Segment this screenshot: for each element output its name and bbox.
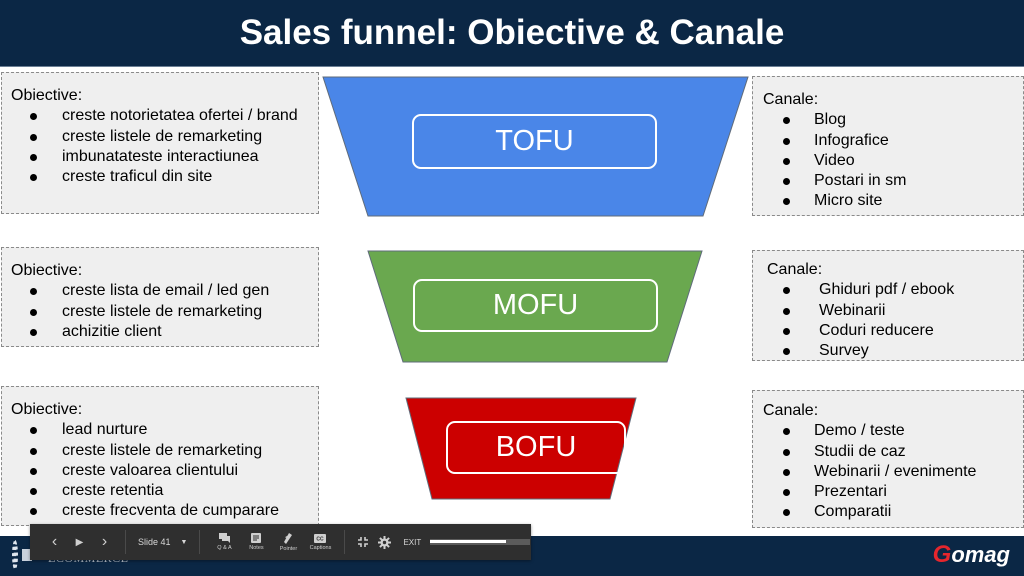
play-icon: ▶ <box>75 536 84 548</box>
pointer-button[interactable]: Pointer <box>274 524 302 560</box>
caret-down-icon: ▼ <box>180 538 188 546</box>
notes-label: Notes <box>249 545 264 551</box>
svg-text:CC: CC <box>317 536 325 542</box>
stage-label-bofu: BOFU <box>446 421 626 474</box>
gear-icon <box>377 535 391 549</box>
channels-box-mofu: Canale: Ghiduri pdf / ebook Webinarii Co… <box>752 250 1024 361</box>
objectives-box-mofu: Obiective: creste lista de email / led g… <box>1 247 319 347</box>
list-item: Coduri reducere <box>753 321 1023 341</box>
list-item: Postari in sm <box>753 171 1023 191</box>
seal-icon <box>12 540 32 570</box>
list-item: Ghiduri pdf / ebook <box>753 280 1023 300</box>
notes-icon <box>251 533 262 543</box>
channels-box-bofu: Canale: Demo / teste Studii de caz Webin… <box>752 390 1024 528</box>
gomag-logo-text: omag <box>951 542 1010 567</box>
exit-button[interactable]: EXIT <box>403 537 422 547</box>
funnel-stage-mofu: MOFU <box>367 250 703 363</box>
list-item: creste lista de email / led gen <box>2 281 318 301</box>
list-item: imbunatateste interactiunea <box>2 147 318 167</box>
list-item: Demo / teste <box>753 421 1023 441</box>
slide-progress-bar[interactable] <box>430 539 531 545</box>
list-item: Micro site <box>753 191 1023 211</box>
trapezoid-shape-mofu <box>367 250 703 363</box>
list-item: Infografice <box>753 131 1023 151</box>
toolbar-divider <box>199 530 201 554</box>
slide-selector-dropdown[interactable]: Slide 41 ▼ <box>134 524 191 560</box>
qa-label: Q & A <box>217 545 232 551</box>
captions-label: Captions <box>309 544 332 551</box>
list-item: Survey <box>753 341 1023 361</box>
objectives-box-bofu: Obiective: lead nurture creste listele d… <box>1 386 319 526</box>
settings-button[interactable] <box>373 524 395 560</box>
presenter-toolbar: ‹ ▶ › Slide 41 ▼ Q & A Notes Pointer <box>30 524 531 560</box>
list-item: Comparatii <box>753 502 1023 522</box>
chevron-left-icon: ‹ <box>51 533 58 550</box>
objectives-heading: Obiective: <box>11 262 83 279</box>
stage-label-mofu: MOFU <box>413 279 658 332</box>
toolbar-divider <box>344 530 346 554</box>
objectives-heading: Obiective: <box>11 87 83 104</box>
list-item: lead nurture <box>2 420 318 440</box>
exit-fullscreen-icon <box>358 537 369 547</box>
channels-heading: Canale: <box>763 402 819 419</box>
funnel-stage-bofu: BOFU <box>405 397 637 500</box>
trapezoid-shape-tofu <box>322 76 749 217</box>
channels-heading: Canale: <box>767 261 823 278</box>
channels-box-tofu: Canale: Blog Infografice Video Postari i… <box>752 76 1024 216</box>
stage-label-tofu: TOFU <box>412 114 657 169</box>
objectives-list: creste lista de email / led gen creste l… <box>2 281 318 342</box>
objectives-list: lead nurture creste listele de remarketi… <box>2 420 318 521</box>
gomag-logo-cart-g: G <box>932 541 952 568</box>
list-item: creste listele de remarketing <box>2 127 318 147</box>
objectives-box-tofu: Obiective: creste notorietatea ofertei /… <box>1 72 319 214</box>
chat-icon <box>218 533 230 543</box>
list-item: creste frecventa de cumparare <box>2 501 318 521</box>
channels-list: Demo / teste Studii de caz Webinarii / e… <box>753 421 1023 522</box>
list-item: creste traficul din site <box>2 167 318 187</box>
list-item: Video <box>753 151 1023 171</box>
list-item: creste notorietatea ofertei / brand <box>2 106 318 126</box>
toolbar-divider <box>125 530 126 554</box>
chevron-right-icon: › <box>101 533 108 550</box>
channels-heading: Canale: <box>763 91 819 108</box>
slide-progress-fill <box>430 540 507 543</box>
captions-icon: CC <box>314 533 327 543</box>
list-item: Blog <box>753 110 1023 130</box>
play-button[interactable]: ▶ <box>67 524 92 560</box>
list-item: Prezentari <box>753 482 1023 502</box>
slide-title-bar: Sales funnel: Obiective & Canale <box>0 0 1024 67</box>
pointer-label: Pointer <box>279 545 298 552</box>
qa-button[interactable]: Q & A <box>210 524 238 560</box>
list-item: Webinarii <box>753 301 1023 321</box>
slide-title: Sales funnel: Obiective & Canale <box>239 13 785 52</box>
objectives-heading: Obiective: <box>11 401 83 418</box>
list-item: Studii de caz <box>753 442 1023 462</box>
exit-fullscreen-button[interactable] <box>353 524 373 560</box>
gomag-logo: G omag <box>933 540 1010 570</box>
list-item: creste listele de remarketing <box>2 302 318 322</box>
pointer-icon <box>284 532 293 544</box>
list-item: creste retentia <box>2 481 318 501</box>
list-item: Webinarii / evenimente <box>753 462 1023 482</box>
slide-number-label: Slide 41 <box>138 537 171 547</box>
next-slide-button[interactable]: › <box>92 524 117 560</box>
channels-list: Blog Infografice Video Postari in sm Mic… <box>753 110 1023 211</box>
captions-button[interactable]: CC Captions <box>306 524 334 560</box>
channels-list: Ghiduri pdf / ebook Webinarii Coduri red… <box>753 280 1023 361</box>
funnel-stage-tofu: TOFU <box>322 76 749 218</box>
previous-slide-button[interactable]: ‹ <box>42 524 67 560</box>
list-item: achizitie client <box>2 322 318 342</box>
list-item: creste listele de remarketing <box>2 441 318 461</box>
objectives-list: creste notorietatea ofertei / brand cres… <box>2 106 318 187</box>
list-item: creste valoarea clientului <box>2 461 318 481</box>
notes-button[interactable]: Notes <box>242 524 270 560</box>
